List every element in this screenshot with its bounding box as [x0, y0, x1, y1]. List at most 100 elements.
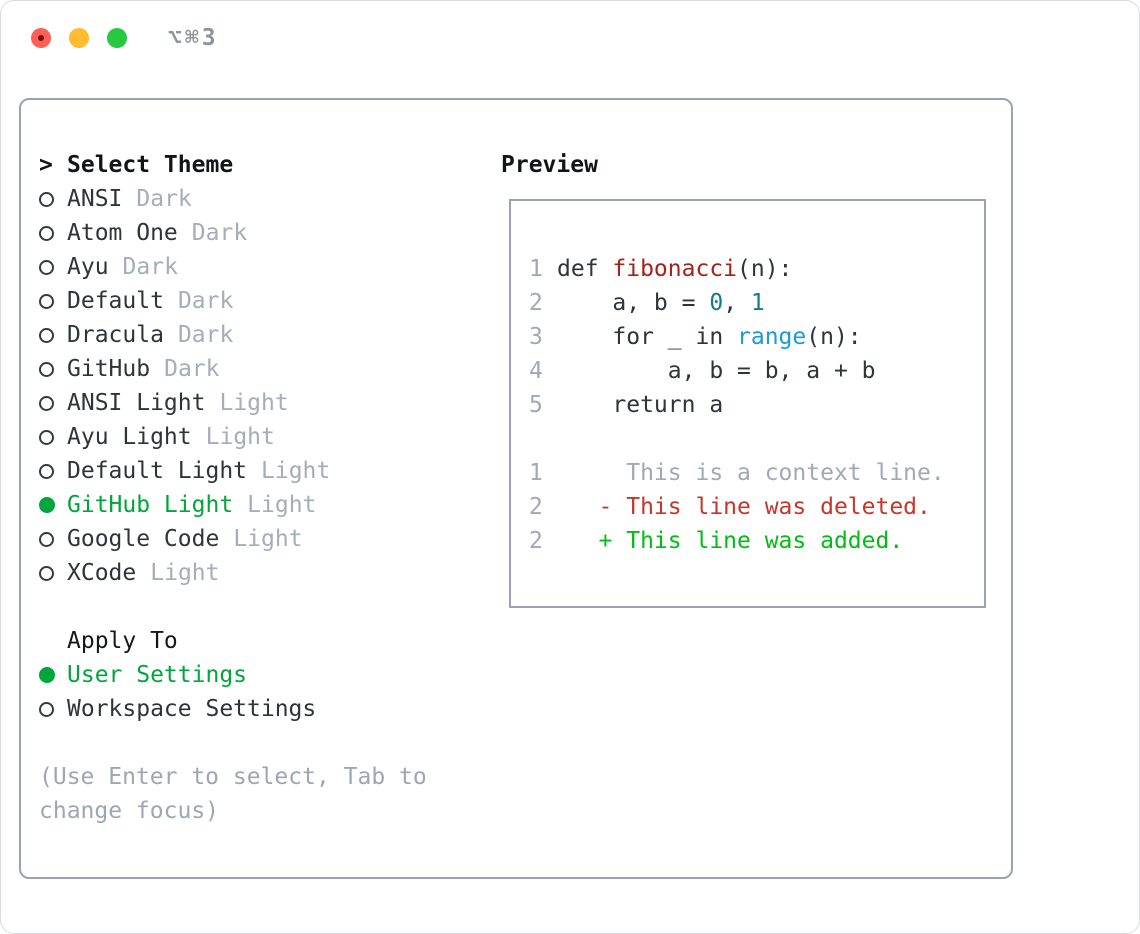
radio-gutter — [39, 701, 67, 717]
radio-icon — [39, 327, 54, 343]
theme-name: ANSI Light — [67, 390, 206, 416]
code-token: for _ in — [557, 324, 738, 350]
theme-name: Dracula — [67, 322, 164, 348]
radio-gutter — [39, 395, 67, 411]
code-line: 2 a, b = 0, 1 — [529, 286, 984, 320]
select-theme-header: > Select Theme — [39, 148, 427, 182]
theme-option[interactable]: Default Dark — [39, 284, 427, 318]
radio-gutter — [39, 191, 67, 207]
theme-variant: Dark — [191, 220, 248, 246]
window-title: ⌥⌘3 — [168, 25, 219, 51]
theme-option[interactable]: Google Code Light — [39, 522, 427, 556]
theme-name: Google Code — [67, 526, 220, 552]
radio-icon — [39, 293, 54, 309]
radio-gutter — [39, 361, 67, 377]
theme-option[interactable]: ANSI Dark — [39, 182, 427, 216]
code-token: a, b = — [557, 290, 710, 316]
radio-gutter — [39, 225, 67, 241]
radio-gutter — [39, 293, 67, 309]
hint-line-1: (Use Enter to select, Tab to — [39, 764, 427, 790]
radio-icon — [39, 463, 54, 479]
hint-line-2: change focus) — [39, 798, 220, 824]
radio-gutter — [39, 327, 67, 343]
traffic-lights — [31, 28, 127, 48]
radio-gutter — [39, 667, 67, 683]
apply-option-name: Workspace Settings — [67, 696, 317, 722]
line-number: 3 — [529, 324, 543, 350]
theme-variant: Light — [247, 492, 317, 518]
minimize-button[interactable] — [69, 28, 89, 48]
radio-icon — [39, 565, 54, 581]
radio-icon — [39, 429, 54, 445]
code-token: fibonacci — [612, 256, 738, 282]
preview-title: Preview — [501, 152, 598, 178]
theme-name: ANSI — [67, 186, 123, 212]
code-token: (n): — [737, 256, 793, 282]
diff-line: 1 This is a context line. — [529, 456, 984, 490]
hint-text: (Use Enter to select, Tab to change focu… — [39, 760, 427, 828]
theme-variant: Dark — [177, 288, 234, 314]
titlebar: ⌥⌘3 — [1, 1, 1139, 81]
select-theme-title: Select Theme — [67, 152, 234, 178]
radio-icon — [39, 531, 54, 547]
code-token: , — [723, 290, 751, 316]
radio-gutter — [39, 463, 67, 479]
theme-name: Atom One — [67, 220, 178, 246]
theme-option[interactable]: XCode Light — [39, 556, 427, 590]
code-token: This is a context line. — [557, 460, 945, 486]
spacer — [39, 726, 427, 760]
radio-gutter — [39, 565, 67, 581]
apply-option[interactable]: Workspace Settings — [39, 692, 427, 726]
preview-header: Preview — [501, 148, 986, 182]
theme-variant: Dark — [164, 356, 220, 382]
theme-name: Ayu — [67, 254, 109, 280]
theme-option[interactable]: GitHub Dark — [39, 352, 427, 386]
theme-option[interactable]: Atom One Dark — [39, 216, 427, 250]
radio-icon — [39, 361, 54, 377]
apply-to-title: Apply To — [67, 628, 178, 654]
radio-icon — [39, 259, 54, 275]
theme-variant: Light — [150, 560, 220, 586]
code-token: 1 — [750, 290, 765, 316]
line-number: 2 — [529, 528, 543, 554]
theme-name: Default Light — [67, 458, 248, 484]
theme-name: XCode — [67, 560, 137, 586]
code-token: return a — [557, 392, 724, 418]
theme-name: GitHub — [67, 356, 151, 382]
code-token: (n): — [806, 324, 862, 350]
radio-selected-icon — [39, 497, 55, 513]
line-number: 2 — [529, 290, 543, 316]
code-token: range — [737, 324, 807, 350]
apply-option[interactable]: User Settings — [39, 658, 427, 692]
theme-name: Default — [67, 288, 164, 314]
line-number: 1 — [529, 460, 543, 486]
diff-line: 2 - This line was deleted. — [529, 490, 984, 524]
radio-icon — [39, 701, 54, 717]
theme-variant: Light — [205, 424, 275, 450]
zoom-button[interactable] — [107, 28, 127, 48]
radio-gutter — [39, 531, 67, 547]
theme-variant: Dark — [177, 322, 234, 348]
code-line: 4 a, b = b, a + b — [529, 354, 984, 388]
theme-variant: Light — [233, 526, 303, 552]
theme-option[interactable]: Dracula Dark — [39, 318, 427, 352]
prompt-indicator: > — [39, 152, 53, 178]
blank-line — [529, 422, 984, 456]
theme-variant: Dark — [136, 186, 192, 212]
close-button[interactable] — [31, 28, 51, 48]
spacer — [39, 590, 427, 624]
line-number: 4 — [529, 358, 543, 384]
radio-icon — [39, 191, 54, 207]
